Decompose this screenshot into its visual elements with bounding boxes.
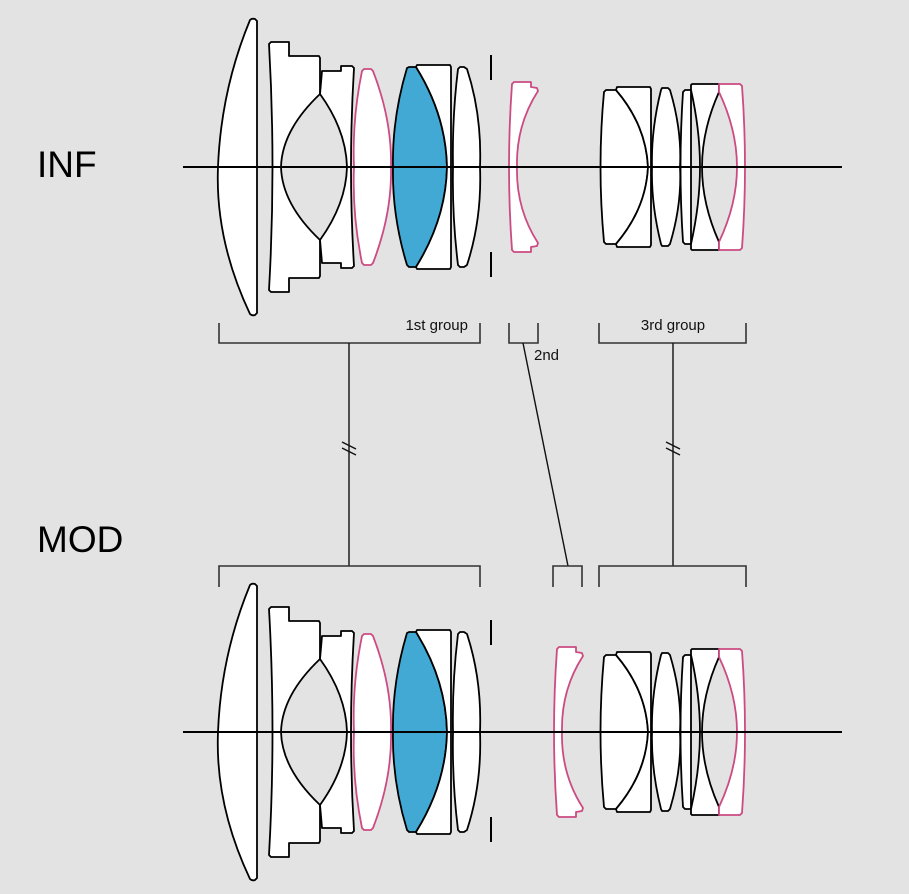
inf-bracket-group2 — [508, 323, 539, 344]
break-mark-group1-a — [341, 441, 357, 450]
mod-bracket-group1 — [218, 565, 481, 587]
label-group2: 2nd — [534, 347, 559, 364]
mod-bracket-group2 — [552, 565, 583, 587]
break-mark-group1-b — [341, 447, 357, 456]
label-group1: 1st group — [405, 317, 468, 334]
state-label-mod: MOD — [37, 519, 123, 560]
connector-group2 — [522, 342, 569, 567]
mod-bracket-group3 — [598, 565, 747, 587]
label-group3: 3rd group — [641, 317, 705, 334]
inf-diagram — [183, 17, 842, 317]
state-label-inf: INF — [37, 144, 97, 185]
break-mark-group3-b — [665, 447, 681, 456]
break-mark-group3-a — [665, 441, 681, 450]
mod-diagram — [183, 582, 842, 882]
